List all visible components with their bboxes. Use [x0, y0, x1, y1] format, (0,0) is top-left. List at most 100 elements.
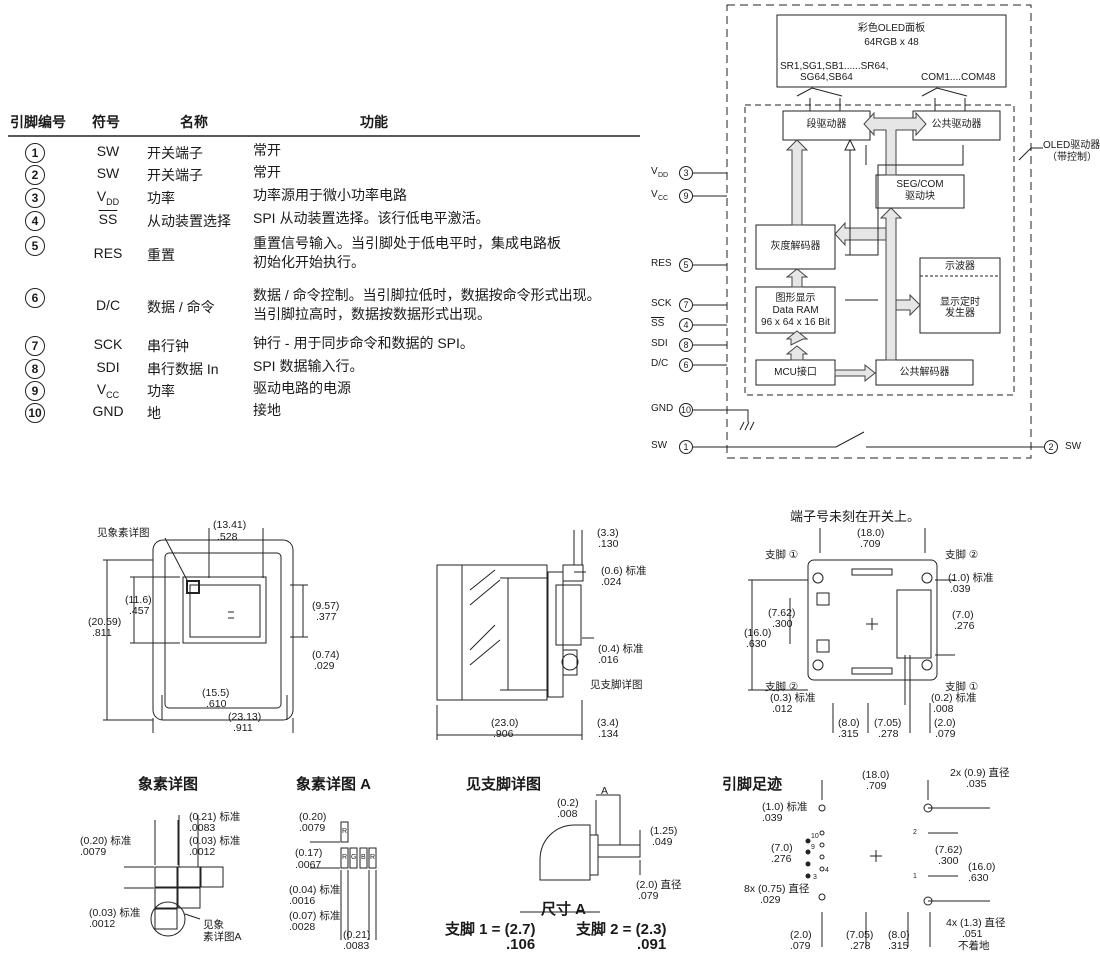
dimension-label: (7.62)	[935, 844, 963, 856]
pin-label: SCK	[651, 298, 672, 309]
dimension-label: .709	[860, 538, 881, 550]
pin-symbol: SS	[80, 211, 136, 230]
dimension-label: .0012	[89, 918, 116, 930]
function-line: 初始化开始执行。	[253, 254, 365, 270]
pin-name: 功率	[147, 383, 175, 399]
dimension-label: 不着地	[958, 940, 990, 952]
dimension-label: (2.0)	[790, 929, 812, 941]
pin-number-badge: 10	[25, 403, 45, 423]
dimension-label: (8.0)	[838, 717, 860, 729]
section-title-pin-detail: 见支脚详图	[466, 776, 542, 793]
dimension-label: 见支脚详图	[590, 679, 643, 691]
dimension-label: .039	[950, 583, 971, 595]
symbol-subscript: CC	[106, 389, 120, 400]
pin-symbol: VCC	[80, 381, 136, 400]
pin-label: GND	[651, 403, 674, 414]
dimension-label: .008	[933, 703, 954, 715]
pin-number-circle: 4	[679, 318, 693, 332]
dimension-label: (1.25)	[650, 825, 678, 837]
pin-symbol: SCK	[80, 336, 136, 355]
function-line: 常开	[253, 164, 281, 180]
dimension-label: .0067	[295, 859, 322, 871]
function-line: 钟行 - 用于同步命令和数据的 SPI。	[253, 335, 474, 351]
pin-name: 数据 / 命令	[147, 299, 215, 315]
dimension-label: .276	[771, 853, 792, 865]
symbol-text: SDI	[96, 359, 120, 375]
dimension-label: (0.20)	[299, 811, 327, 823]
pin-function: 功率源用于微小功率电路	[253, 186, 407, 205]
pin-number-circle: 5	[679, 258, 693, 272]
dimension-label: (7.62)	[768, 607, 796, 619]
function-line: 接地	[253, 402, 281, 418]
dimension-label: 1	[913, 873, 917, 880]
dimension-label: .906	[493, 728, 514, 740]
symbol-text: RES	[93, 245, 123, 261]
function-line: SPI 数据输入行。	[253, 358, 364, 374]
dimension-label: .0012	[189, 846, 216, 858]
dimension-label: (2.0)	[934, 717, 956, 729]
dimension-label: (0.4) 标准	[598, 643, 644, 655]
section-title-pixel-detail: 象素详图	[138, 776, 199, 793]
pixel-detail-a-drawing	[310, 821, 377, 940]
dimension-label: .630	[968, 872, 989, 884]
block-gdram2: Data RAM	[772, 305, 819, 316]
dimension-label: 支脚 ①	[945, 681, 979, 693]
pin-function: 接地	[253, 401, 281, 420]
dimension-label: 3	[813, 874, 817, 881]
dimension-label: (16.0)	[968, 861, 996, 873]
seg-lines-label: SR1,SG1,SB1......SR64,	[780, 61, 889, 72]
dimension-label: (7.05)	[846, 929, 874, 941]
dimension-label: (3.4)	[597, 717, 619, 729]
block-timing2: 发生器	[945, 308, 975, 319]
driver-label: （带控制）	[1047, 152, 1097, 163]
dimension-label: (23.0)	[491, 717, 519, 729]
pin-name: 地	[147, 405, 161, 421]
dimension-label: .276	[954, 620, 975, 632]
dimension-label: .079	[638, 890, 659, 902]
dimension-label: .049	[652, 836, 673, 848]
subpixel-label: R	[370, 854, 376, 861]
dimension-label: 素详图A	[203, 931, 242, 943]
pin-number-badge: 7	[25, 336, 45, 356]
dimension-label: 10	[811, 833, 819, 840]
block-com-driver: 公共驱动器	[931, 119, 982, 130]
dimension-label: (18.0)	[857, 527, 885, 539]
function-line: 驱动电路的电源	[253, 380, 351, 396]
switch-top-view-drawing	[748, 528, 955, 733]
pin-number-circle: 7	[679, 298, 693, 312]
dimension-label: 4x (1.3) 直径	[946, 917, 1006, 929]
dimension-label: .300	[772, 618, 793, 630]
header-name: 名称	[180, 114, 208, 130]
pin-number-badge: 8	[25, 359, 45, 379]
block-common-decoder: 公共解码器	[899, 367, 950, 378]
dimension-label: (0.17)	[295, 847, 323, 859]
dimension-label: (1.0) 标准	[762, 801, 808, 813]
dimension-label: 2	[913, 829, 917, 836]
dimension-label: (0.2) 标准	[931, 692, 977, 704]
dimension-label: .029	[760, 894, 781, 906]
subpixel-label: R	[342, 854, 348, 861]
dimension-label: (20.59)	[88, 616, 122, 628]
pin-name: 串行数据 In	[147, 361, 219, 377]
block-gray-decoder: 灰度解码器	[770, 241, 821, 252]
pin-symbol: GND	[80, 403, 136, 422]
dimension-label: (7.0)	[771, 842, 793, 854]
header-pin-number: 引脚编号	[10, 114, 66, 130]
dimension-label: .300	[938, 855, 959, 867]
pin-number-badge: 4	[25, 211, 45, 231]
dimension-label: 支脚 ①	[765, 549, 799, 561]
pin-number-badge: 9	[25, 381, 45, 401]
pin-symbol: RES	[80, 245, 136, 264]
dimension-label: .035	[966, 778, 987, 790]
dimension-label: (0.2)	[557, 797, 579, 809]
dimension-label: (23.13)	[228, 711, 262, 723]
dimension-label: (13.41)	[213, 519, 247, 531]
dimension-label: (18.0)	[862, 769, 890, 781]
pin1-dimension: 支脚 1 = (2.7)	[445, 921, 536, 938]
dimension-label: .315	[838, 728, 859, 740]
dimension-label: .457	[129, 605, 150, 617]
symbol-text: V	[96, 188, 107, 204]
pin2-dimension: 支脚 2 = (2.3)	[576, 921, 667, 938]
dimension-a-title: 尺寸 A	[541, 901, 587, 918]
